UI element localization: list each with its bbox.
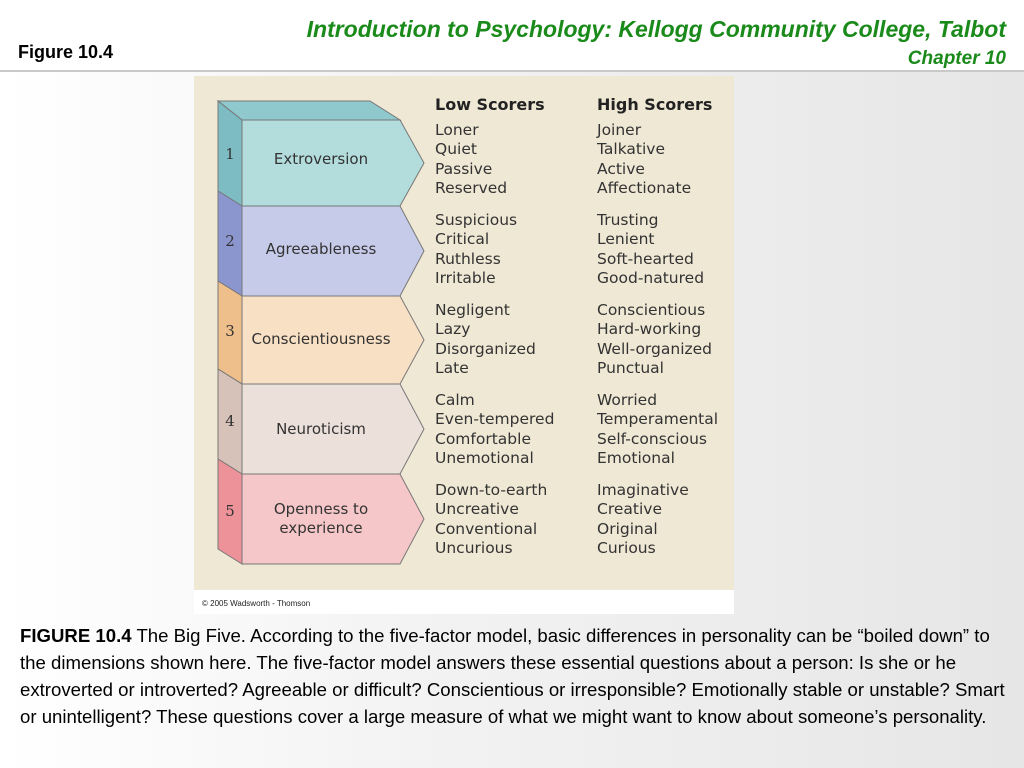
list-item: Reserved (435, 178, 508, 197)
high-list-5: Imaginative Creative Original Curious (597, 481, 689, 558)
dimension-number-4: 4 (225, 412, 235, 430)
header-bar: Figure 10.4 Introduction to Psychology: … (0, 0, 1024, 72)
list-item: Hard-working (597, 320, 702, 339)
dimension-number-1: 1 (225, 145, 235, 163)
dimension-band-3 (217, 280, 425, 385)
high-scorers-header: High Scorers (597, 95, 713, 114)
list-item: Disorganized (435, 339, 536, 358)
list-item: Conventional (435, 519, 538, 538)
dimension-band-5 (217, 458, 425, 565)
chapter-title: Chapter 10 (907, 48, 1006, 69)
list-item: Curious (597, 538, 656, 557)
list-item: Original (597, 519, 658, 538)
list-item: Quiet (435, 140, 477, 159)
list-item: Self-conscious (597, 429, 707, 448)
low-list-2: Suspicious Critical Ruthless Irritable (435, 211, 517, 288)
list-item: Suspicious (435, 211, 518, 229)
high-list-1: Joiner Talkative Active Affectionate (597, 121, 691, 198)
list-item: Irritable (435, 268, 496, 287)
dimension-arrow-2 (241, 205, 425, 297)
figure-label: Figure 10.4 (18, 42, 114, 62)
list-item: Late (435, 358, 469, 377)
dimension-number-5: 5 (225, 502, 235, 520)
dimension-arrow-4 (241, 383, 425, 475)
dimension-name-4: Neuroticism (276, 420, 366, 438)
arrow-top-bevel (216, 100, 402, 121)
caption-label: FIGURE 10.4 (20, 625, 132, 646)
list-item: Loner (435, 121, 479, 139)
dimension-name-3: Conscientiousness (251, 330, 391, 348)
low-list-1: Loner Quiet Passive Reserved (435, 121, 507, 198)
list-item: Ruthless (435, 249, 501, 268)
list-item: Uncreative (435, 500, 519, 519)
caption-text: The Big Five. According to the five-fact… (20, 625, 1005, 727)
list-item: Conscientious (597, 301, 706, 319)
list-item: Negligent (435, 301, 510, 319)
list-item: Temperamental (597, 410, 719, 429)
course-title: Introduction to Psychology: Kellogg Comm… (306, 16, 1006, 42)
low-scorers-header: Low Scorers (435, 95, 545, 114)
list-item: Comfortable (435, 429, 531, 448)
list-item: Down-to-earth (435, 481, 548, 499)
list-item: Passive (435, 159, 493, 178)
low-list-4: Calm Even-tempered Comfortable Unemotion… (435, 391, 554, 468)
big-five-figure: 1 2 3 4 5 Extroversion Agreeableness Con… (194, 76, 734, 614)
list-item: Lazy (435, 320, 471, 339)
figure-panel: 1 2 3 4 5 Extroversion Agreeableness Con… (194, 76, 734, 590)
list-item: Critical (435, 230, 490, 249)
dimension-name-5: Openness to experience (242, 500, 400, 538)
list-item: Even-tempered (435, 410, 555, 429)
list-item: Active (597, 159, 645, 178)
copyright-notice: © 2005 Wadsworth - Thomson (202, 599, 311, 608)
list-item: Trusting (597, 211, 659, 229)
low-list-3: Negligent Lazy Disorganized Late (435, 301, 536, 378)
list-item: Worried (597, 391, 658, 409)
figure-caption: FIGURE 10.4 The Big Five. According to t… (20, 622, 1010, 730)
dimension-arrow-1 (241, 119, 425, 207)
list-item: Unemotional (435, 448, 534, 467)
dimension-band-1 (217, 99, 425, 207)
list-item: Lenient (597, 230, 655, 249)
list-item: Affectionate (597, 178, 692, 197)
list-item: Well-organized (597, 339, 713, 358)
dimension-name-5-line1: Openness to (273, 500, 369, 518)
dimension-arrows (216, 99, 425, 565)
list-item: Calm (435, 391, 475, 409)
high-list-4: Worried Temperamental Self-conscious Emo… (597, 391, 718, 468)
list-item: Creative (597, 500, 662, 519)
dimension-number-3: 3 (225, 322, 235, 340)
list-item: Emotional (597, 448, 675, 467)
dimension-arrow-3 (241, 295, 425, 385)
high-list-3: Conscientious Hard-working Well-organize… (597, 301, 712, 378)
high-list-2: Trusting Lenient Soft-hearted Good-natur… (597, 211, 704, 288)
list-item: Joiner (597, 121, 642, 139)
list-item: Uncurious (435, 538, 513, 557)
dimension-band-4 (217, 368, 425, 475)
dimension-number-2: 2 (225, 232, 235, 250)
dimension-name-5-line2: experience (279, 519, 363, 537)
list-item: Imaginative (597, 481, 689, 499)
list-item: Talkative (597, 140, 666, 159)
dimension-name-2: Agreeableness (265, 240, 377, 258)
list-item: Good-natured (597, 268, 705, 287)
dimension-band-2 (217, 190, 425, 297)
dimension-arrow-5 (241, 473, 425, 565)
list-item: Soft-hearted (597, 249, 694, 268)
dimension-name-1: Extroversion (273, 150, 369, 168)
list-item: Punctual (597, 358, 664, 377)
low-list-5: Down-to-earth Uncreative Conventional Un… (435, 481, 547, 558)
